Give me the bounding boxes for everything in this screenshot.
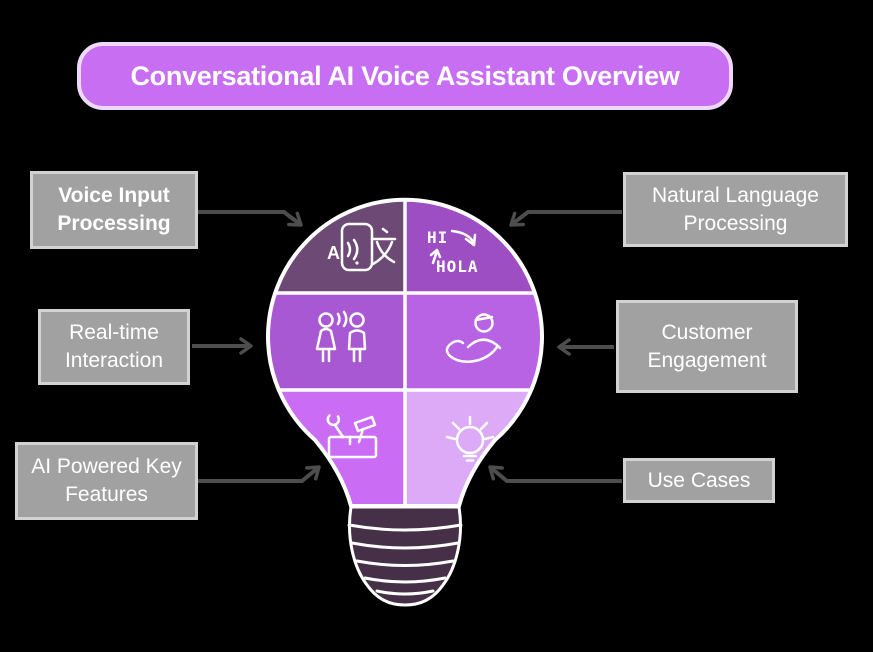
arrow-use-cases: [488, 465, 622, 483]
translate-letter-a: A: [327, 243, 340, 263]
label-box-real-time-interaction: Real-time Interaction: [38, 309, 190, 385]
bulb-divider-lines: [268, 199, 542, 506]
label-box-voice-input-processing: Voice Input Processing: [30, 171, 198, 249]
bulb-segment-use-cases: [405, 390, 542, 506]
label-use-cases: Use Cases: [647, 468, 751, 492]
bulb-segment-ai-features: [268, 390, 405, 506]
bulb-screw-base: [347, 505, 463, 607]
two-people-talking-icon: [315, 310, 367, 363]
bulb-segment-realtime: [268, 293, 405, 390]
label-voice-input-processing: Voice Input Processing: [57, 184, 171, 235]
hi-hola-translation-icon: HI HOLA: [427, 228, 479, 276]
page-title: Conversational AI Voice Assistant Overvi…: [130, 60, 680, 91]
label-box-use-cases: Use Cases: [623, 458, 775, 503]
label-box-customer-engagement: Customer Engagement: [616, 300, 798, 393]
arrow-voice-input: [198, 210, 303, 227]
translate-phone-icon: A: [327, 222, 397, 272]
hola-text: HOLA: [436, 257, 479, 276]
bulb-outline: [266, 197, 544, 508]
label-box-natural-language-processing: Natural Language Processing: [623, 172, 848, 247]
arrow-nlp: [509, 210, 622, 227]
hand-holding-person-icon: [445, 313, 502, 364]
label-customer-engagement: Customer Engagement: [647, 320, 767, 372]
label-box-ai-powered-key-features: AI Powered Key Features: [15, 442, 198, 520]
arrow-ai-features: [198, 465, 321, 483]
label-ai-powered-key-features: AI Powered Key Features: [31, 455, 182, 506]
title-banner: Conversational AI Voice Assistant Overvi…: [77, 42, 733, 110]
screw-thread-lines: [347, 523, 463, 596]
toolbox-tools-icon: [326, 414, 378, 459]
hi-text: HI: [427, 228, 448, 247]
chinese-character-glyph: [370, 227, 397, 266]
lightbulb-idea-icon: [445, 415, 495, 462]
label-natural-language-processing: Natural Language Processing: [652, 183, 819, 235]
label-real-time-interaction: Real-time Interaction: [64, 321, 164, 372]
